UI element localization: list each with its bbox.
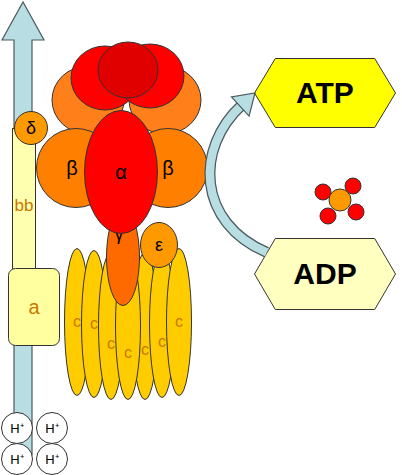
c-subunit-label: c bbox=[166, 314, 192, 330]
reaction-arrow bbox=[210, 93, 267, 252]
a-subunit: a bbox=[8, 268, 60, 346]
oxygen-atom bbox=[348, 204, 364, 220]
arrow-head bbox=[231, 93, 255, 116]
a-subunit-fill bbox=[9, 269, 60, 346]
proton-fill bbox=[2, 413, 33, 444]
c-subunit-fill bbox=[167, 249, 192, 396]
atp-molecule: ATP bbox=[254, 58, 396, 128]
adp-molecule: ADP bbox=[254, 238, 396, 310]
atp-molecule-label: ATP bbox=[254, 78, 396, 108]
proton-label: H⁺ bbox=[36, 422, 68, 435]
proton-arrow-shape bbox=[2, 2, 44, 455]
alpha-subunit-label: α bbox=[84, 162, 158, 182]
proton-label: H⁺ bbox=[36, 453, 68, 466]
proton: H⁺ bbox=[1, 443, 33, 475]
b-stalk-label: bb bbox=[12, 197, 36, 214]
delta-subunit-label: δ bbox=[14, 119, 48, 137]
gamma-subunit-fill bbox=[107, 209, 140, 306]
oxygen-atom bbox=[315, 184, 331, 200]
beta-subunit-fill bbox=[129, 129, 208, 208]
delta-subunit-fill bbox=[15, 112, 48, 145]
epsilon-subunit-label: ε bbox=[140, 236, 178, 254]
proton: H⁺ bbox=[1, 412, 33, 444]
alpha-subunit-fill bbox=[85, 111, 158, 234]
adp-molecule-fill bbox=[255, 239, 396, 310]
alpha-subunit: α bbox=[84, 110, 158, 234]
arrow-body bbox=[210, 105, 267, 252]
proton-fill bbox=[37, 444, 68, 475]
back-alpha-subunit bbox=[98, 42, 158, 98]
phosphorus-atom bbox=[329, 189, 351, 211]
atp-molecule-fill bbox=[255, 59, 396, 128]
proton-label: H⁺ bbox=[1, 453, 33, 466]
epsilon-subunit: ε bbox=[140, 222, 178, 268]
proton: H⁺ bbox=[36, 443, 68, 475]
arrow-outline bbox=[210, 105, 267, 252]
proton-fill bbox=[2, 444, 33, 475]
oxygen-atom bbox=[320, 208, 336, 224]
proton: H⁺ bbox=[36, 412, 68, 444]
adp-molecule-label: ADP bbox=[254, 259, 396, 289]
c-subunit-fill bbox=[116, 253, 141, 400]
proton-fill bbox=[37, 413, 68, 444]
delta-subunit: δ bbox=[14, 111, 48, 145]
a-subunit-label: a bbox=[8, 297, 60, 317]
c-subunit: c bbox=[166, 248, 192, 396]
proton-label: H⁺ bbox=[1, 422, 33, 435]
c-subunit-label: c bbox=[115, 345, 141, 361]
epsilon-subunit-fill bbox=[141, 223, 178, 268]
